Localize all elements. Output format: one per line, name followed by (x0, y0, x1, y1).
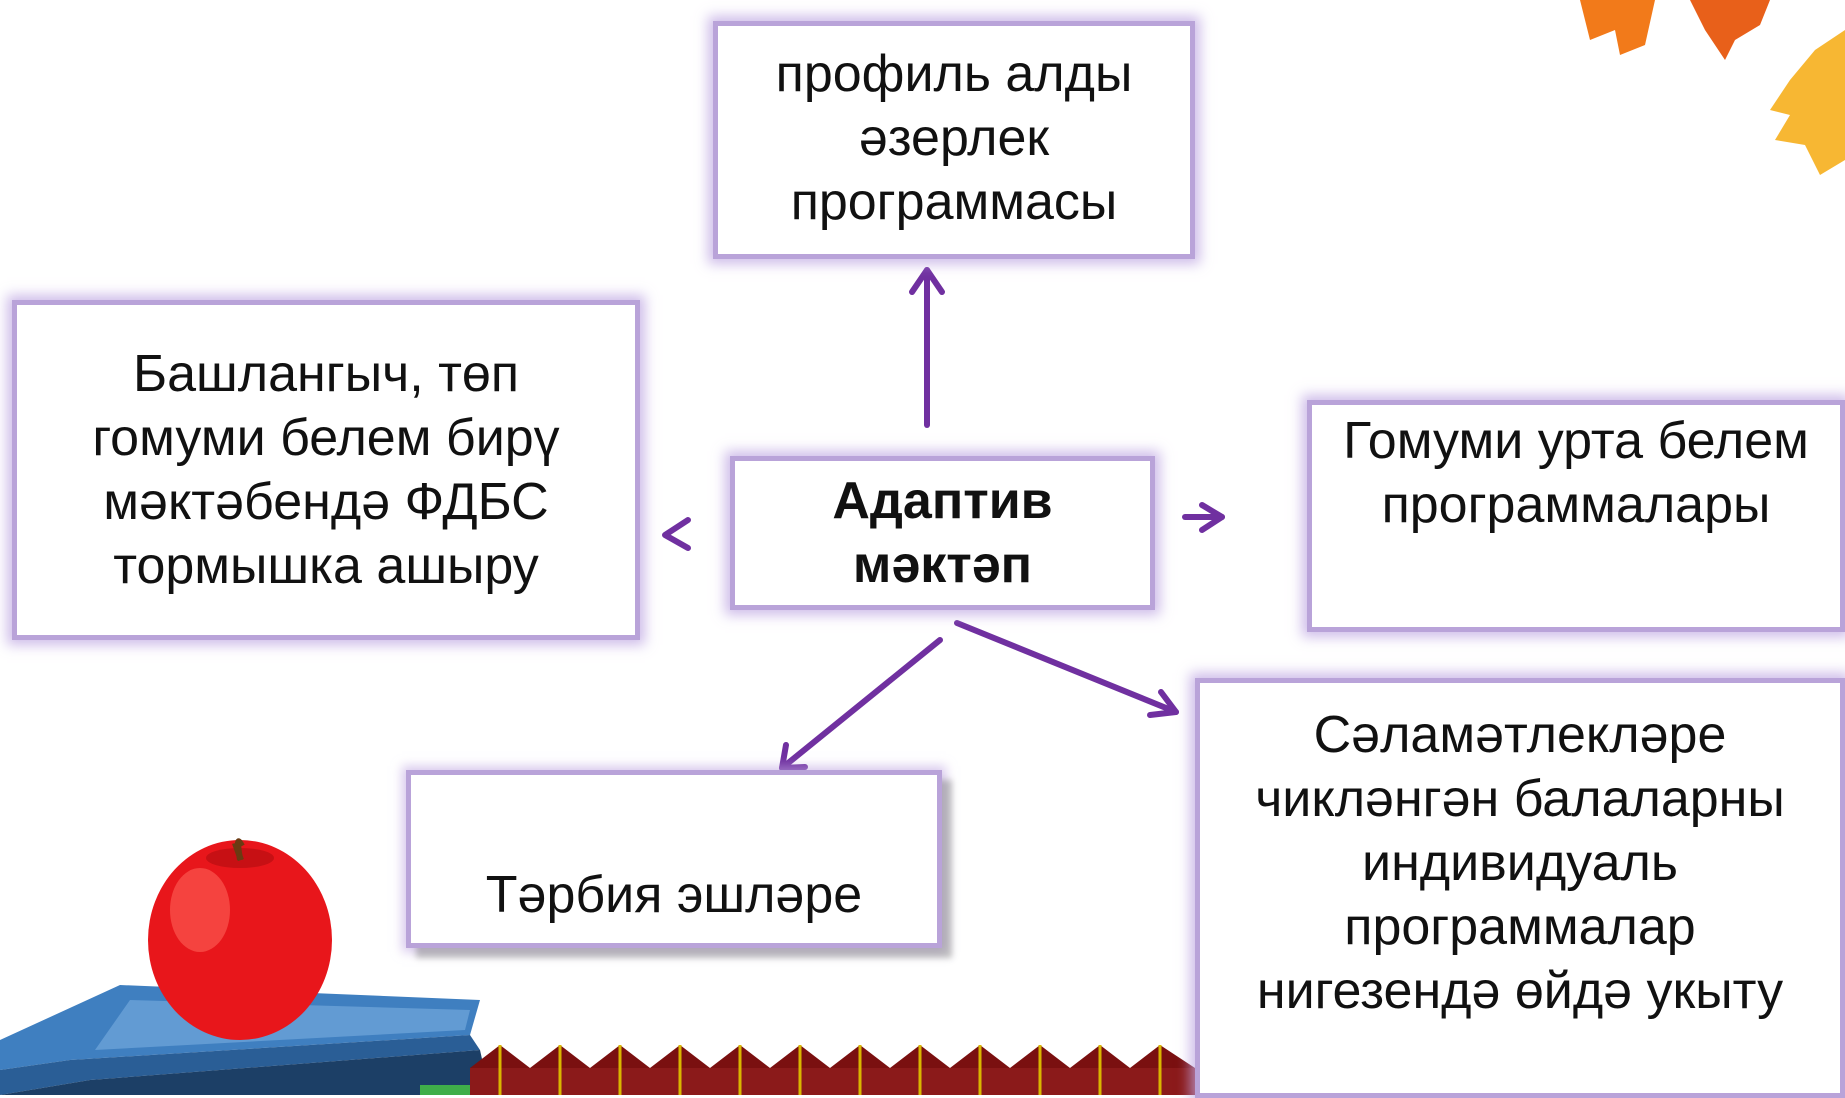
autumn-leaf-icon (1580, 0, 1845, 175)
node-label: Адаптив мәктәп (832, 472, 1053, 594)
node-label: Башлангыч, төп гомуми белем бирү мәктәбе… (92, 345, 560, 595)
node-upbringing-work: Тәрбия эшләре (406, 770, 942, 948)
node-label: Тәрбия эшләре (485, 866, 863, 924)
node-label: профиль алды әзерлек программасы (775, 45, 1133, 231)
arrow-to-bottom-left (779, 637, 943, 771)
node-label: Гомуми урта белем программалары (1343, 412, 1809, 534)
arrow-to-top (909, 267, 945, 428)
fence-decoration (420, 1045, 1195, 1095)
node-home-education: Сәламәтлекләре чикләнгән балаларны индив… (1195, 678, 1845, 1098)
node-adaptive-school: Адаптив мәктәп (730, 456, 1155, 610)
node-secondary-programs: Гомуми урта белем программалары (1307, 400, 1845, 632)
arrow-to-bottom-right (954, 620, 1179, 718)
arrow-to-right (1182, 502, 1225, 533)
node-label: Сәламәтлекләре чикләнгән балаларны индив… (1255, 706, 1785, 1020)
node-fgos-implementation: Башлангыч, төп гомуми белем бирү мәктәбе… (12, 300, 640, 640)
arrow-to-left (662, 517, 691, 551)
node-profile-preparation: профиль алды әзерлек программасы (713, 21, 1195, 259)
apple-icon (148, 838, 332, 1040)
